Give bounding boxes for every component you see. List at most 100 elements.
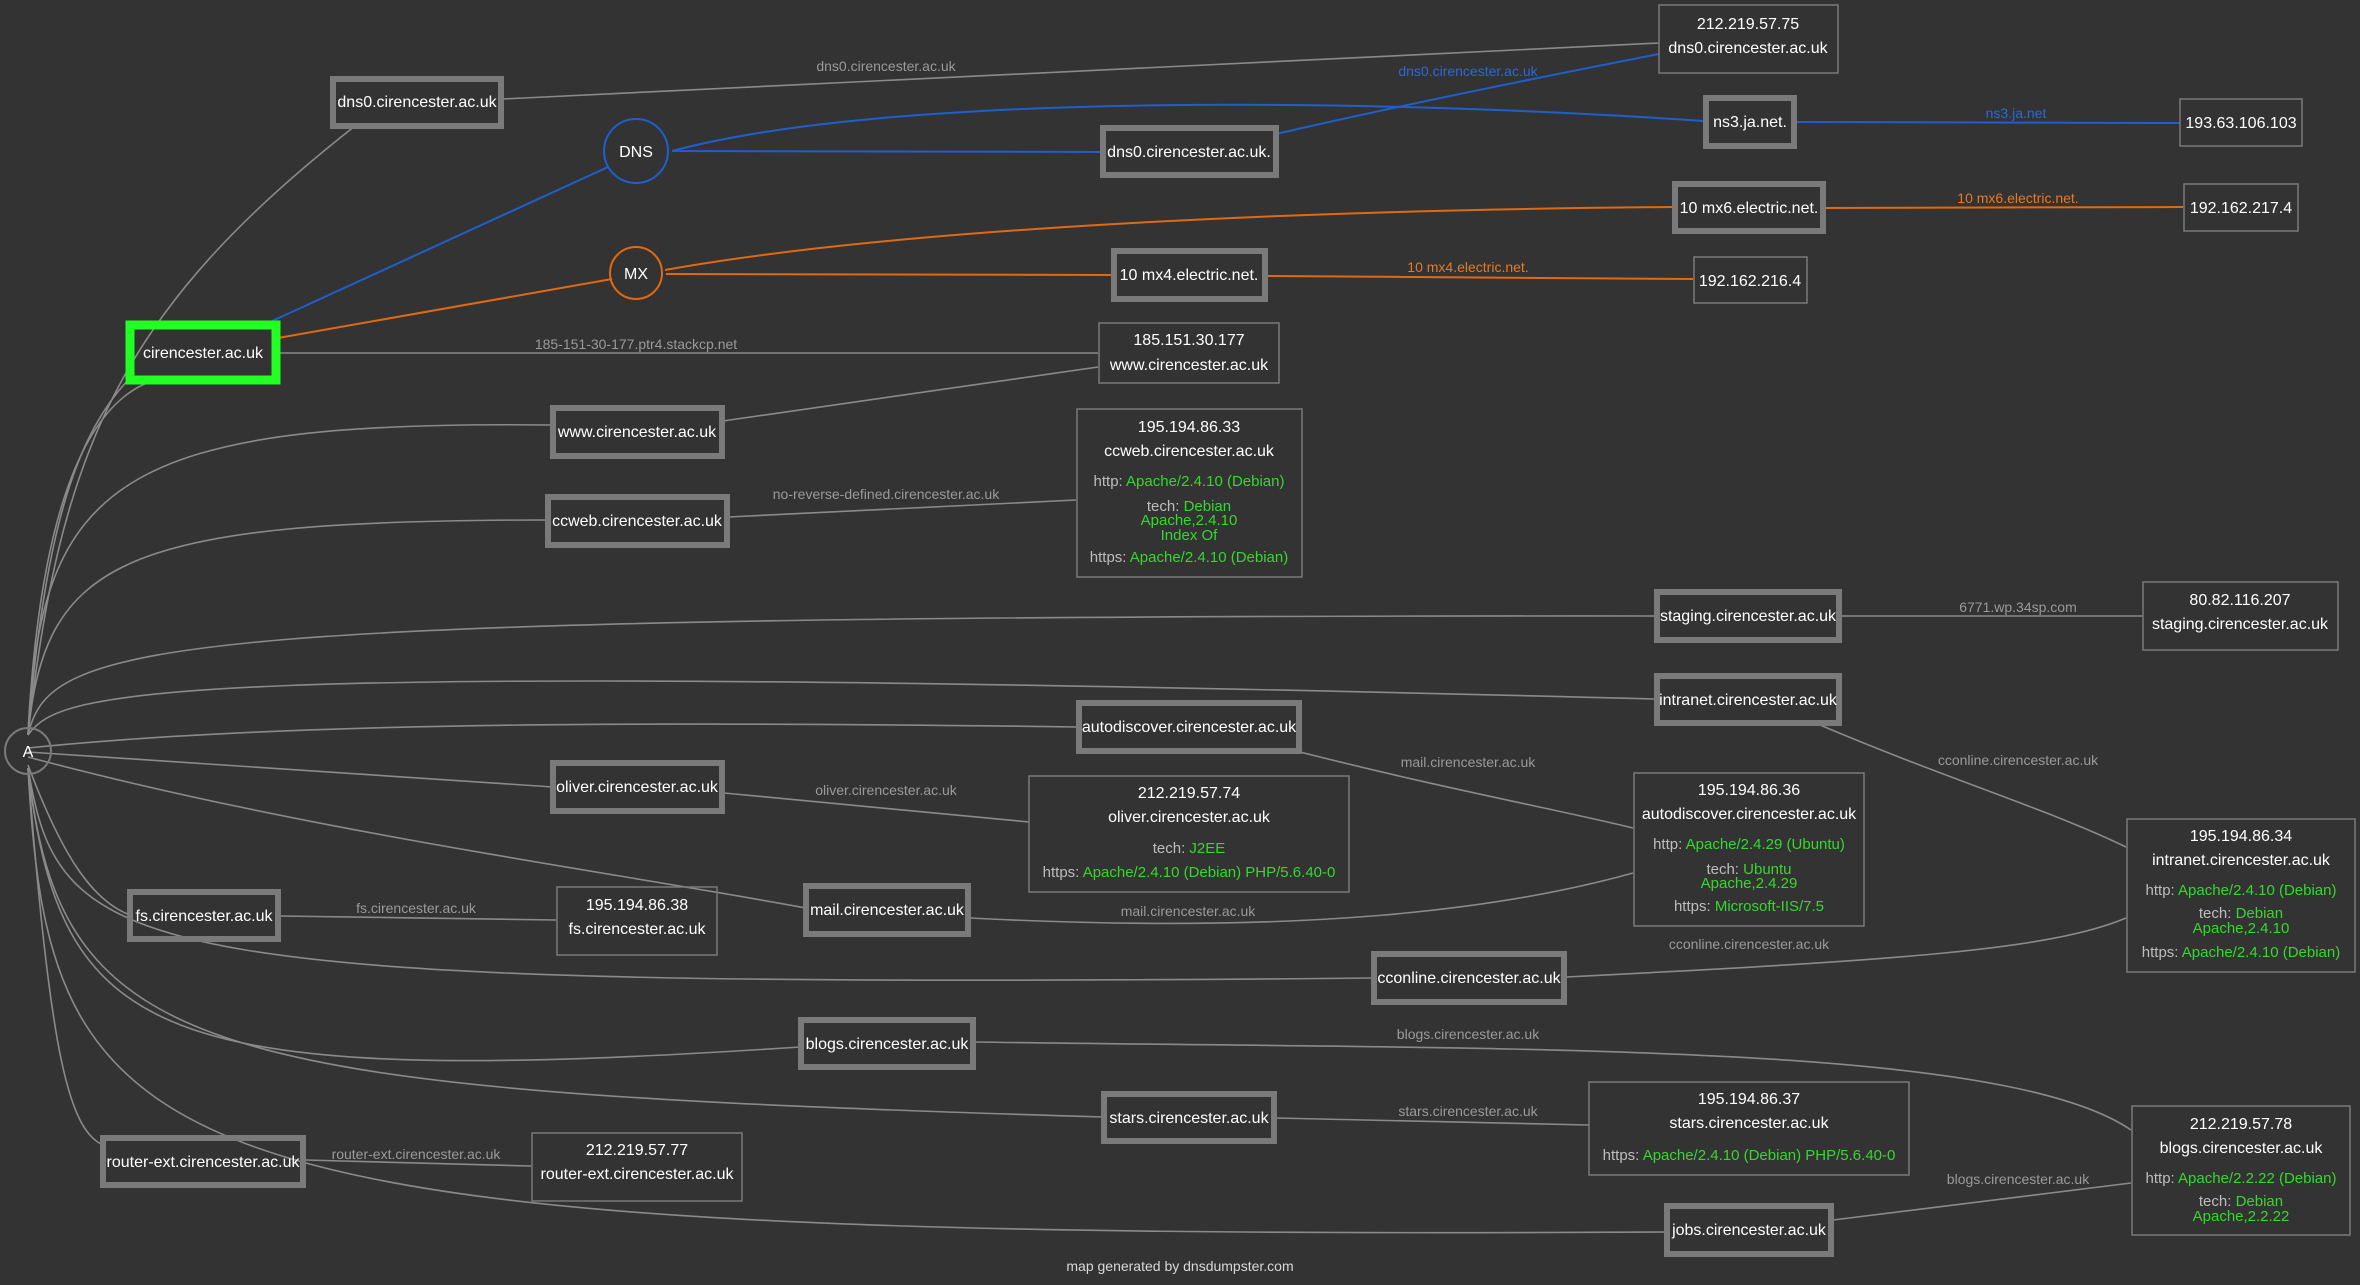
- edge-label: 6771.wp.34sp.com: [1959, 599, 2077, 615]
- ip-node-ccweb[interactable]: 195.194.86.33 ccweb.cirencester.ac.uk ht…: [1076, 408, 1303, 578]
- edge-mx4-ip: [1265, 275, 1694, 280]
- edge-a-mail: [27, 756, 807, 909]
- edge-label: 10 mx6.electric.net.: [1957, 190, 2078, 206]
- edge-a-blogs: [27, 767, 801, 1062]
- host-label: ns3.ja.net.: [1713, 114, 1787, 131]
- ip-hostname: fs.cirencester.ac.uk: [569, 921, 707, 938]
- edge-a-www: [27, 423, 553, 736]
- host-node-autodiscover[interactable]: autodiscover.cirencester.ac.uk: [1076, 700, 1302, 754]
- ip-node-autodiscover[interactable]: 195.194.86.36 autodiscover.cirencester.a…: [1633, 772, 1865, 927]
- ip-node-ns3[interactable]: 193.63.106.103: [2179, 98, 2303, 147]
- http-row: http: Apache/2.4.29 (Ubuntu): [1653, 836, 1845, 853]
- ip-address: 195.194.86.36: [1698, 782, 1800, 799]
- ip-address: 195.194.86.34: [2190, 828, 2292, 845]
- host-node-dns0-left[interactable]: dns0.cirencester.ac.uk: [330, 76, 504, 129]
- edge-a-root2: [27, 377, 131, 736]
- ip-node-oliver[interactable]: 212.219.57.74 oliver.cirencester.ac.uk t…: [1028, 775, 1350, 893]
- ip-hostname: router-ext.cirencester.ac.uk: [541, 1166, 735, 1183]
- host-label: blogs.cirencester.ac.uk: [806, 1036, 970, 1053]
- ip-node-router-ext[interactable]: 212.219.57.77 router-ext.cirencester.ac.…: [531, 1132, 743, 1202]
- host-node-blogs[interactable]: blogs.cirencester.ac.uk: [798, 1017, 976, 1070]
- host-label: www.cirencester.ac.uk: [557, 424, 717, 441]
- host-label: intranet.cirencester.ac.uk: [1659, 692, 1838, 709]
- host-label: 10 mx6.electric.net.: [1680, 200, 1819, 217]
- host-node-stars[interactable]: stars.cirencester.ac.uk: [1101, 1091, 1277, 1144]
- hub-mx[interactable]: MX: [609, 246, 663, 300]
- tech-row: tech: Ubuntu: [1706, 861, 1791, 878]
- ip-node-staging[interactable]: 80.82.116.207 staging.cirencester.ac.uk: [2142, 581, 2339, 651]
- host-node-intranet[interactable]: intranet.cirencester.ac.uk: [1654, 673, 1842, 726]
- edge-cconline-ip: [1565, 917, 2127, 978]
- ip-address: 212.219.57.74: [1138, 785, 1240, 802]
- ip-node-blogs[interactable]: 212.219.57.78 blogs.cirencester.ac.uk ht…: [2131, 1105, 2351, 1236]
- hub-a[interactable]: A: [4, 727, 52, 775]
- ip-node-www[interactable]: 185.151.30.177 www.cirencester.ac.uk: [1098, 322, 1280, 384]
- host-node-jobs[interactable]: jobs.cirencester.ac.uk: [1664, 1203, 1834, 1257]
- edge-a-oliver: [27, 751, 554, 788]
- edge-oliver-ip: [723, 792, 1030, 823]
- host-node-ccweb[interactable]: ccweb.cirencester.ac.uk: [545, 494, 730, 548]
- ip-node-mx6[interactable]: 192.162.217.4: [2183, 183, 2299, 232]
- host-label: dns0.cirencester.ac.uk: [337, 94, 497, 111]
- edge-label: dns0.cirencester.ac.uk: [816, 58, 956, 74]
- edge-label: 10 mx4.electric.net.: [1407, 259, 1528, 275]
- host-node-mx4[interactable]: 10 mx4.electric.net.: [1111, 248, 1268, 302]
- root-domain-node[interactable]: cirencester.ac.uk: [125, 320, 281, 385]
- edge-intranet-ip: [1819, 724, 2127, 848]
- host-node-fs[interactable]: fs.cirencester.ac.uk: [127, 889, 281, 942]
- edge-mx-mx4: [665, 273, 1114, 276]
- edge-a-autodiscover: [27, 723, 1079, 749]
- edge-a-stars: [27, 767, 1104, 1118]
- ip-node-fs[interactable]: 195.194.86.38 fs.cirencester.ac.uk: [556, 886, 718, 956]
- host-node-staging[interactable]: staging.cirencester.ac.uk: [1654, 589, 1842, 643]
- edge-router-ip: [304, 1159, 532, 1167]
- ip-hostname: dns0.cirencester.ac.uk: [1668, 40, 1828, 57]
- ip-hostname: ccweb.cirencester.ac.uk: [1104, 443, 1275, 460]
- ip-address: 212.219.57.78: [2190, 1116, 2292, 1133]
- ip-node-stars[interactable]: 195.194.86.37 stars.cirencester.ac.uk ht…: [1588, 1081, 1910, 1176]
- edge-dns-dns0mid: [671, 150, 1104, 153]
- https-row: https: Apache/2.4.10 (Debian) PHP/5.6.40…: [1043, 864, 1336, 881]
- edge-label: blogs.cirencester.ac.uk: [1397, 1026, 1540, 1042]
- ip-address: 212.219.57.77: [586, 1142, 688, 1159]
- edge-a-staging: [27, 615, 1657, 736]
- ip-address: 80.82.116.207: [2189, 592, 2290, 609]
- host-nodes: dns0.cirencester.ac.uk dns0.cirencester.…: [100, 76, 1842, 1257]
- ip-address: 195.194.86.37: [1698, 1091, 1800, 1108]
- hub-dns[interactable]: DNS: [603, 118, 669, 184]
- ip-hostname: intranet.cirencester.ac.uk: [2152, 852, 2331, 869]
- ip-node-mx4[interactable]: 192.162.216.4: [1693, 256, 1808, 304]
- tech-row: tech: J2EE: [1153, 840, 1226, 857]
- hub-dns-label: DNS: [619, 144, 653, 161]
- edge-mx-mx6: [664, 206, 1674, 271]
- host-node-cconline[interactable]: cconline.cirencester.ac.uk: [1371, 951, 1567, 1005]
- host-node-ns3[interactable]: ns3.ja.net.: [1703, 95, 1797, 149]
- ip-hostname: oliver.cirencester.ac.uk: [1108, 809, 1271, 826]
- edge-stars-ip: [1274, 1117, 1590, 1126]
- edge-label: router-ext.cirencester.ac.uk: [332, 1146, 502, 1162]
- edge-www-ip: [722, 366, 1099, 422]
- ip-node-dns0[interactable]: 212.219.57.75 dns0.cirencester.ac.uk: [1658, 4, 1839, 74]
- ip-address: 192.162.216.4: [1699, 273, 1801, 290]
- ip-address: 192.162.217.4: [2190, 200, 2292, 217]
- host-label: dns0.cirencester.ac.uk.: [1107, 144, 1271, 161]
- ip-address: 195.194.86.33: [1138, 419, 1240, 436]
- host-label: stars.cirencester.ac.uk: [1109, 1110, 1269, 1127]
- host-label: staging.cirencester.ac.uk: [1660, 608, 1837, 625]
- edge-a-jobs: [27, 767, 1667, 1234]
- edge-dns-ns3: [671, 103, 1705, 152]
- https-row: https: Apache/2.4.10 (Debian): [2142, 944, 2340, 961]
- host-node-www[interactable]: www.cirencester.ac.uk: [550, 405, 725, 459]
- host-node-oliver[interactable]: oliver.cirencester.ac.uk: [550, 760, 725, 814]
- tech-row: tech: Debian: [1147, 498, 1231, 515]
- host-node-mx6[interactable]: 10 mx6.electric.net.: [1672, 181, 1826, 234]
- edge-label: cconline.cirencester.ac.uk: [1669, 936, 1830, 952]
- http-row: http: Apache/2.4.10 (Debian): [2146, 882, 2337, 899]
- host-node-router-ext[interactable]: router-ext.cirencester.ac.uk: [100, 1135, 306, 1188]
- edge-blogs-ip: [974, 1041, 2132, 1131]
- edge-a-fs: [27, 764, 131, 916]
- host-node-mail[interactable]: mail.cirencester.ac.uk: [803, 883, 971, 937]
- ip-node-intranet[interactable]: 195.194.86.34 intranet.cirencester.ac.uk…: [2126, 818, 2356, 973]
- host-node-dns0-mid[interactable]: dns0.cirencester.ac.uk.: [1100, 125, 1279, 178]
- hub-a-label: A: [23, 744, 34, 761]
